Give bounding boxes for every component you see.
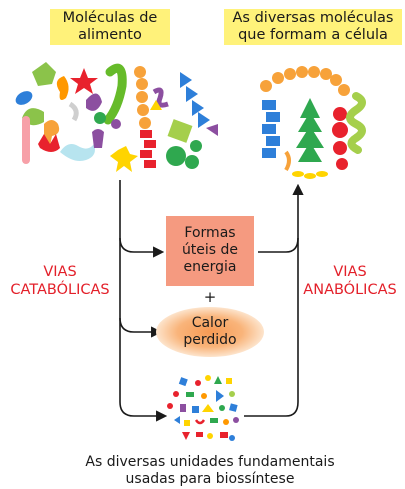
food-molecules-cluster	[15, 62, 218, 172]
cell-molecules-label: As diversas moléculas que formam a célul…	[224, 9, 402, 45]
useful-energy-line2: úteis de	[181, 242, 239, 258]
catabolic-arrows	[119, 180, 168, 422]
food-molecules-line2: alimento	[78, 27, 142, 43]
anabolic-arrows	[244, 183, 304, 417]
lost-heat-label: Calor perdido	[166, 315, 254, 349]
catabolic-line1: VIAS	[43, 264, 77, 280]
building-blocks-caption: As diversas unidades fundamentais usadas…	[50, 454, 370, 488]
catabolic-pathways-label: VIAS CATABÓLICAS	[2, 263, 118, 299]
anabolic-line2: ANABÓLICAS	[303, 282, 397, 298]
building-blocks-line2: usadas para biossíntese	[125, 471, 295, 487]
food-molecules-line1: Moléculas de	[62, 10, 158, 26]
useful-energy-box	[166, 216, 254, 286]
cell-molecules-line1: As diversas moléculas	[232, 10, 394, 26]
lost-heat-glow	[156, 307, 264, 357]
lost-heat-line2: perdido	[183, 332, 237, 348]
anabolic-line1: VIAS	[333, 264, 367, 280]
cell-molecules-cluster	[260, 66, 366, 179]
building-blocks-scatter	[167, 375, 239, 441]
plus-sign: +	[203, 288, 217, 306]
lost-heat-line1: Calor	[191, 315, 229, 331]
anabolic-pathways-label: VIAS ANABÓLICAS	[296, 263, 404, 299]
building-blocks-line1: As diversas unidades fundamentais	[85, 454, 335, 470]
catabolic-line2: CATABÓLICAS	[10, 282, 110, 298]
cell-molecules-line2: que formam a célula	[238, 27, 388, 43]
food-molecules-label: Moléculas de alimento	[50, 9, 170, 45]
useful-energy-line1: Formas	[184, 225, 236, 241]
useful-energy-label: Formas úteis de energia	[166, 225, 254, 276]
useful-energy-line3: energia	[183, 259, 237, 275]
